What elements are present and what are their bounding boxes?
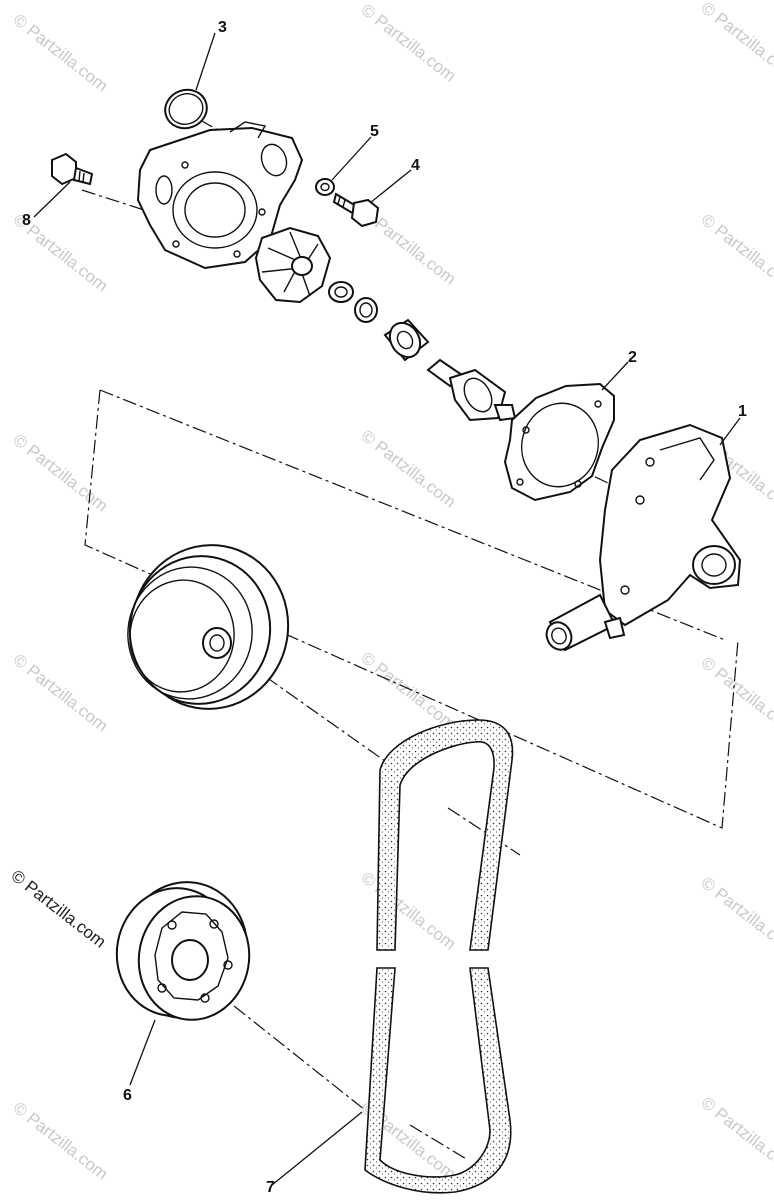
leader-line [129,1019,156,1086]
watermark-text: © Partzilla.com [358,648,460,734]
watermark-text: © Partzilla.com [698,210,774,296]
watermark-text: © Partzilla.com [10,1098,112,1184]
watermark-text: © Partzilla.com [698,653,774,739]
leader-line [369,169,412,204]
pump-cover-part [136,121,304,270]
bolt-part [332,192,380,228]
callout-6: 6 [123,1087,132,1104]
watermark-text: © Partzilla.com [358,0,460,86]
centerline [409,1124,469,1161]
leader-line [719,417,741,446]
callout-8: 8 [22,212,31,229]
watermark-text: © Partzilla.com [10,10,112,96]
callout-4: 4 [411,157,420,174]
pump-body-part [545,423,742,652]
leader-line [331,136,372,181]
leader-line [601,361,629,391]
snap-ring-part [354,297,378,323]
shaft-bearing-part [426,358,517,422]
partzilla-watermark: © Partzilla.com [8,866,110,952]
watermark-text: © Partzilla.com [10,430,112,516]
gasket-part [503,382,615,502]
watermark-text: © Partzilla.com [10,650,112,736]
assembly-phantom-line [84,389,739,829]
callout-3: 3 [218,19,227,36]
washer-part [315,178,335,196]
mechanical-seal-part [328,281,354,303]
drain-bolt-part [51,152,94,186]
watermark-text: © Partzilla.com [698,0,774,84]
leader-line [271,1111,363,1186]
drive-belt-part [364,719,514,1194]
watermark-text: © Partzilla.com [698,1093,774,1179]
pump-pulley-part [127,544,290,710]
watermark-text: © Partzilla.com [358,868,460,954]
watermark-text: © Partzilla.com [698,873,774,959]
oil-seal-part [383,318,430,362]
callout-7: 7 [266,1179,275,1196]
o-ring-part [164,88,208,130]
callout-2: 2 [628,349,637,366]
leader-line [195,32,216,91]
callout-5: 5 [370,123,379,140]
leader-line [33,181,71,218]
impeller-part [254,226,332,304]
crank-pulley-part [115,881,251,1021]
callout-1: 1 [738,403,747,420]
